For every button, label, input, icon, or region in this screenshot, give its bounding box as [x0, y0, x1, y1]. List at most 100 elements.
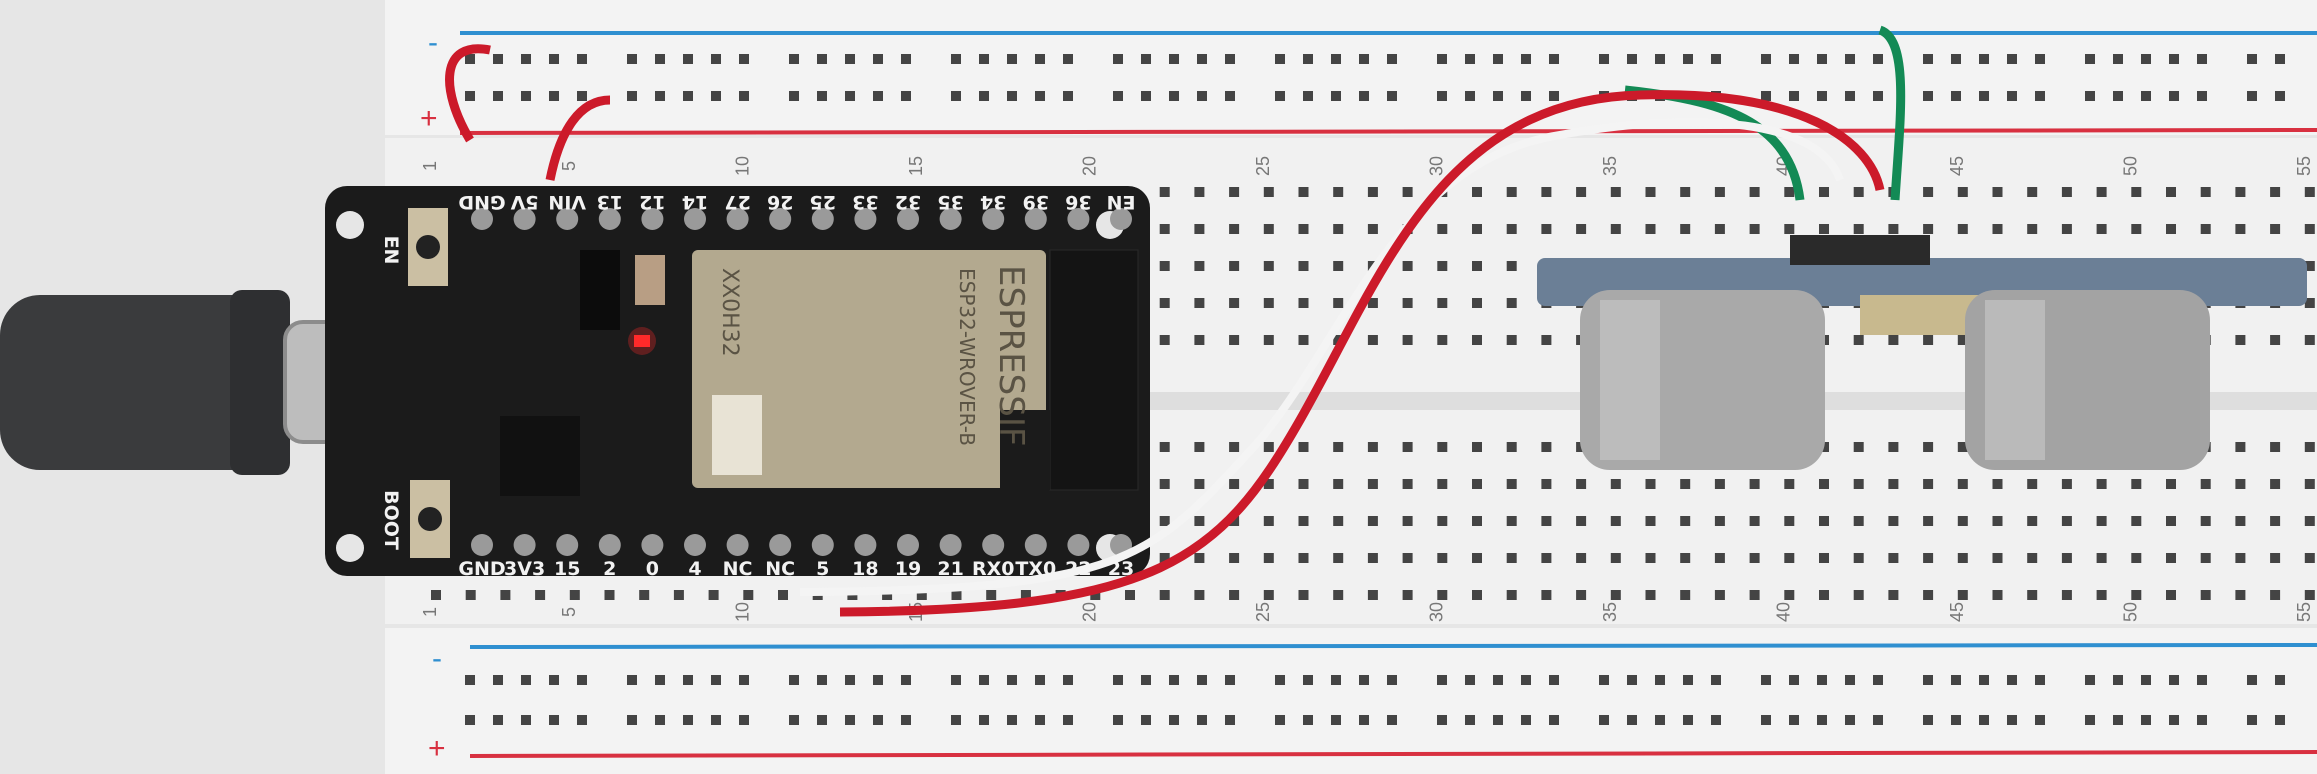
header-pin — [982, 534, 1005, 556]
column-number: 30 — [1426, 156, 1446, 176]
rail-hole — [951, 54, 961, 64]
hole — [2200, 479, 2211, 489]
hole — [1992, 224, 2003, 234]
rail-hole — [2085, 715, 2095, 725]
bottom-pin-label: RX0 — [972, 558, 1015, 580]
column-number: 20 — [1079, 156, 1099, 176]
hole — [1263, 479, 1274, 489]
bottom-pin-label: 19 — [895, 558, 921, 580]
rail-hole — [465, 715, 475, 725]
top-pin-label: 35 — [937, 191, 963, 213]
rail-hole — [1979, 54, 1989, 64]
hole — [2304, 479, 2315, 489]
hole — [1541, 187, 1552, 197]
rail-hole — [1549, 675, 1559, 685]
rail-hole — [683, 715, 693, 725]
rail-hole — [1873, 54, 1883, 64]
hole — [1263, 187, 1274, 197]
hole — [1472, 187, 1482, 197]
hole — [2096, 516, 2107, 526]
hole — [1263, 442, 1274, 452]
module-model: ESP32-WROVER-B — [955, 268, 979, 446]
hole — [2270, 516, 2281, 526]
boot-button[interactable] — [410, 480, 450, 558]
hole — [1437, 298, 1448, 308]
hole — [1541, 442, 1552, 452]
hole — [2304, 442, 2315, 452]
rail-hole — [845, 91, 855, 101]
mount-hole — [336, 534, 364, 562]
rail-hole — [1979, 715, 1989, 725]
header-pin — [939, 534, 962, 556]
rail-hole — [817, 54, 827, 64]
hole — [1610, 516, 1621, 526]
rail-hole — [1549, 91, 1559, 101]
rail-hole — [1275, 715, 1285, 725]
hole — [1194, 516, 1205, 526]
rail-hole — [1521, 675, 1531, 685]
hole — [1402, 261, 1413, 271]
rail-hole — [2113, 715, 2123, 725]
hole — [1749, 224, 1760, 234]
hole — [1541, 516, 1552, 526]
rail-hole — [1845, 675, 1855, 685]
hole — [2200, 590, 2211, 600]
ultrasonic-sensor — [1537, 235, 2307, 470]
hole — [743, 590, 754, 600]
rail-hole — [2141, 91, 2151, 101]
rail-hole — [2141, 675, 2151, 685]
rail-hole — [2247, 675, 2257, 685]
rail-hole — [873, 54, 883, 64]
rail-hole — [1063, 91, 1073, 101]
hole — [1402, 187, 1413, 197]
hole — [1610, 224, 1621, 234]
bottom-pin-label: 3V3 — [504, 558, 545, 580]
rail-hole — [2035, 54, 2045, 64]
header-pin — [769, 534, 792, 556]
en-button[interactable] — [408, 208, 448, 286]
hole — [1957, 479, 1968, 489]
hole — [1159, 590, 1170, 600]
led-glow — [628, 327, 656, 355]
hole — [1506, 261, 1517, 271]
hole — [1159, 516, 1170, 526]
column-number: 10 — [732, 156, 752, 176]
rail-hole — [465, 91, 475, 101]
hole — [1957, 224, 1968, 234]
hole — [1194, 553, 1205, 563]
hole — [1992, 553, 2003, 563]
column-number: 15 — [906, 156, 926, 176]
header-pin — [811, 534, 834, 556]
hole — [882, 590, 893, 600]
hole — [1541, 224, 1552, 234]
rail-hole — [1683, 54, 1693, 64]
column-number: 35 — [1600, 156, 1620, 176]
hole — [1402, 335, 1413, 345]
rail-hole — [1007, 54, 1017, 64]
hole — [1229, 553, 1240, 563]
bottom-blue-line — [469, 643, 2317, 649]
hole — [500, 590, 511, 600]
rail-hole — [1275, 91, 1285, 101]
header-pin — [471, 534, 493, 556]
rail-hole — [1035, 54, 1045, 64]
wire-red-vin — [445, 44, 491, 143]
module-brand: ESPRESSIF — [991, 265, 1031, 446]
rail-hole — [1359, 54, 1369, 64]
header-pin — [897, 208, 919, 230]
hole — [1923, 516, 1934, 526]
top-pin-label: 34 — [980, 191, 1006, 213]
column-number: 30 — [1426, 602, 1446, 622]
hole — [1194, 187, 1205, 197]
rail-hole — [1359, 91, 1369, 101]
rail-hole — [1627, 54, 1637, 64]
rail-hole — [1035, 715, 1045, 725]
hole — [1541, 335, 1552, 345]
hole — [1437, 335, 1448, 345]
column-number: 5 — [559, 607, 579, 617]
hole — [1610, 479, 1621, 489]
hole — [1749, 479, 1760, 489]
hole — [2235, 335, 2246, 345]
hole — [1541, 479, 1552, 489]
usb-cable — [0, 295, 290, 470]
